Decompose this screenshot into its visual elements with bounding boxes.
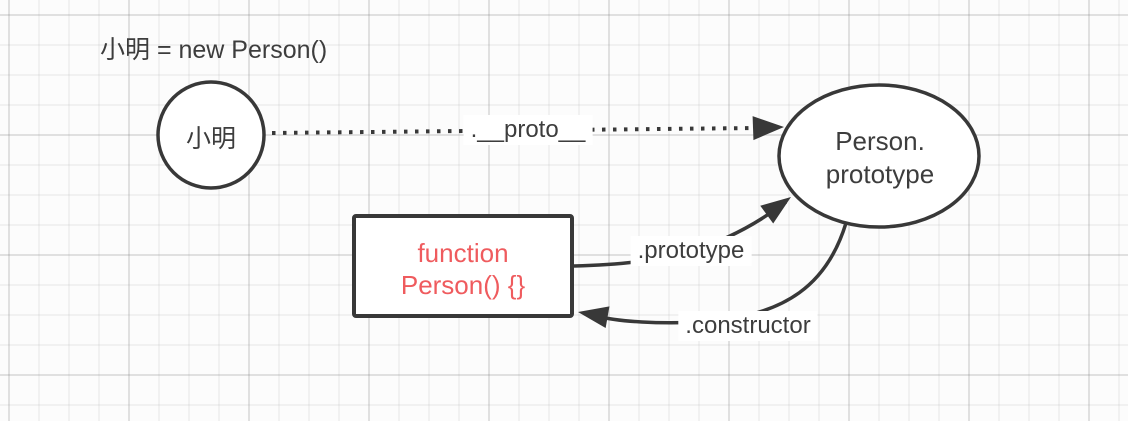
prototype-object-label: Person. prototype xyxy=(826,125,934,191)
diagram-caption: 小明 = new Person() xyxy=(100,36,328,64)
prototype-object-ellipse xyxy=(777,83,981,229)
prototype-object-label-line2: prototype xyxy=(825,159,935,189)
constructor-function-label-line1: function xyxy=(417,238,509,268)
constructor-function-rect xyxy=(352,214,574,318)
instance-circle xyxy=(156,80,266,190)
prototype-object-label-line1: Person. xyxy=(835,126,925,156)
constructor-edge-label: .constructor xyxy=(678,311,818,341)
constructor-arrowhead-icon xyxy=(578,306,610,329)
proto-edge-label: .__proto__ xyxy=(463,115,593,145)
constructor-function-label-line2: Person() {} xyxy=(400,270,526,300)
prototype-edge-label: .prototype xyxy=(630,236,752,266)
instance-node-label: 小明 xyxy=(185,125,237,153)
proto-arrowhead-icon xyxy=(752,116,784,141)
constructor-function-label: function Person() {} xyxy=(401,237,525,301)
prototype-arrowhead-icon xyxy=(760,197,791,224)
